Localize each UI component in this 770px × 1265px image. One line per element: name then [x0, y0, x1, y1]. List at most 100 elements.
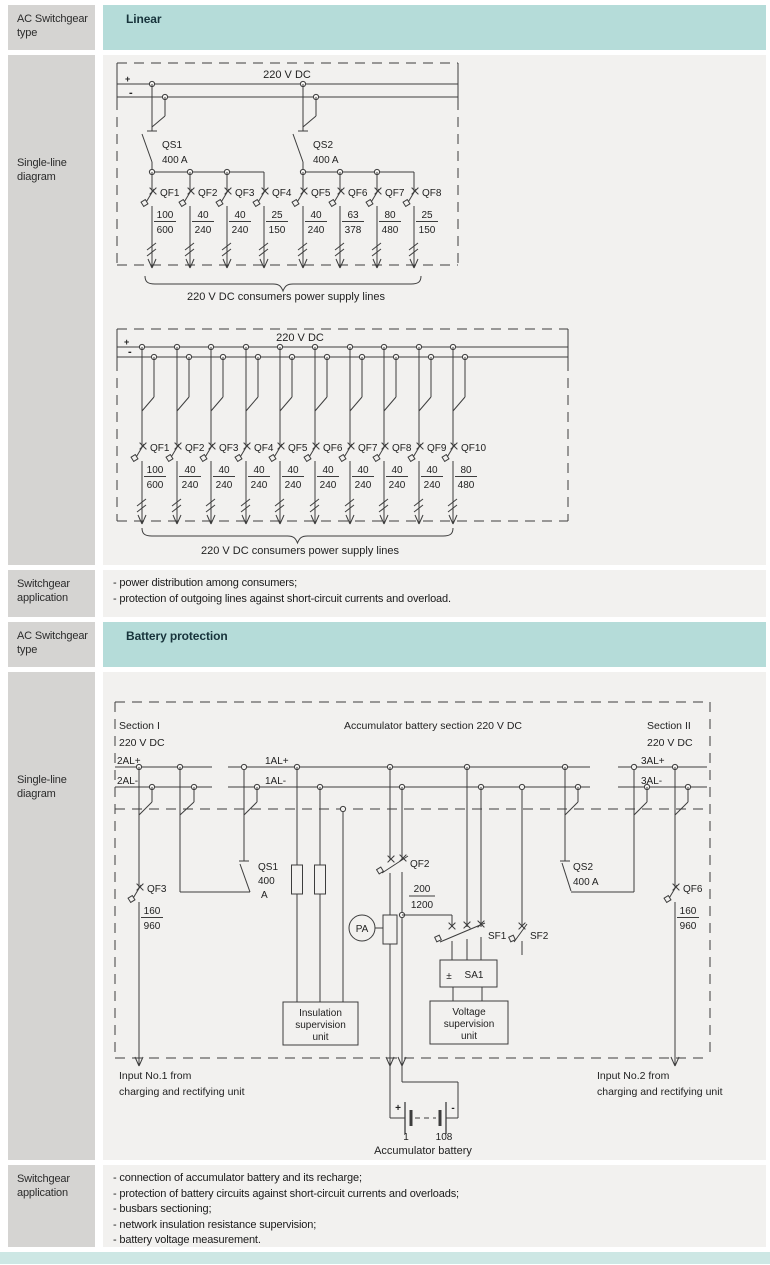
svg-text:100: 100	[157, 210, 174, 221]
svg-text:240: 240	[182, 480, 199, 491]
svg-text:+: +	[395, 1103, 401, 1114]
svg-text:charging and rectifying unit: charging and rectifying unit	[119, 1086, 245, 1098]
svg-text:QF6: QF6	[683, 884, 703, 895]
svg-text:25: 25	[421, 210, 433, 221]
svg-text:40: 40	[322, 465, 334, 476]
svg-text:2AL-: 2AL-	[117, 776, 138, 787]
disconnector-QS1: QS1 400 A	[141, 80, 188, 172]
svg-text:960: 960	[680, 921, 697, 932]
svg-text:40: 40	[426, 465, 438, 476]
svg-text:1: 1	[403, 1132, 409, 1143]
svg-text:QF5: QF5	[288, 443, 308, 454]
svg-text:200: 200	[414, 884, 431, 895]
svg-text:QS2: QS2	[313, 140, 333, 151]
svg-text:40: 40	[234, 210, 246, 221]
svg-text:240: 240	[424, 480, 441, 491]
svg-text:220 V DC: 220 V DC	[647, 737, 693, 749]
svg-text:QF5: QF5	[311, 188, 331, 199]
application-bullet: - battery voltage measurement.	[113, 1234, 261, 1246]
svg-text:QF8: QF8	[422, 188, 442, 199]
svg-text:charging and rectifying unit: charging and rectifying unit	[597, 1086, 723, 1098]
svg-text:3AL-: 3AL-	[641, 776, 662, 787]
svg-text:220 V DC: 220 V DC	[276, 332, 324, 344]
svg-text:40: 40	[184, 465, 196, 476]
svg-text:3AL+: 3AL+	[641, 756, 665, 767]
svg-text:Input No.1 from: Input No.1 from	[119, 1070, 192, 1082]
application-bullet: - protection of outgoing lines against s…	[113, 592, 451, 605]
single-line-diagram-label-2: Single-line diagram	[8, 672, 95, 1160]
svg-text:40: 40	[310, 210, 322, 221]
svg-text:QF1: QF1	[160, 188, 180, 199]
svg-text:QF3: QF3	[147, 884, 167, 895]
svg-text:-: -	[451, 1103, 454, 1114]
application-bullet: - protection of battery circuits against…	[113, 1187, 459, 1200]
svg-text:378: 378	[345, 225, 362, 236]
svg-text:220 V DC: 220 V DC	[119, 737, 165, 749]
svg-text:QF10: QF10	[461, 443, 486, 454]
linear-single-line-diagram-2: 220 V DC+-QF1100600QF240240QF340240QF440…	[116, 328, 569, 557]
svg-text:QF7: QF7	[358, 443, 378, 454]
svg-text:480: 480	[382, 225, 399, 236]
svg-text:480: 480	[458, 480, 475, 491]
svg-text:±: ±	[446, 971, 452, 982]
svg-text:unit: unit	[461, 1031, 477, 1042]
application-list-2: - connection of accumulator battery and …	[103, 1165, 766, 1247]
svg-text:-: -	[128, 346, 132, 358]
svg-text:40: 40	[218, 465, 230, 476]
svg-text:-: -	[129, 87, 133, 99]
svg-text:600: 600	[147, 480, 164, 491]
single-line-diagram-label-1: Single-line diagram	[8, 55, 95, 565]
switchgear-application-label-2: Switchgear application	[8, 1165, 95, 1247]
svg-text:400 A: 400 A	[162, 155, 188, 166]
svg-text:QF6: QF6	[348, 188, 368, 199]
diagram-2-graphics: 220 V DC+-QF1100600QF240240QF340240QF440…	[116, 328, 569, 557]
svg-text:600: 600	[157, 225, 174, 236]
ac-switchgear-type-label-1: AC Switchgear type	[8, 5, 95, 50]
svg-text:100: 100	[147, 465, 164, 476]
svg-text:QF2: QF2	[185, 443, 205, 454]
svg-text:40: 40	[357, 465, 369, 476]
svg-text:220 V DC consumers power suppl: 220 V DC consumers power supply lines	[187, 291, 386, 303]
application-bullet: - busbars sectioning;	[113, 1203, 212, 1215]
svg-text:220 V DC consumers power suppl: 220 V DC consumers power supply lines	[201, 545, 400, 557]
svg-text:QF7: QF7	[385, 188, 405, 199]
svg-text:1AL-: 1AL-	[265, 776, 286, 787]
application-bullet: - network insulation resistance supervis…	[113, 1218, 317, 1231]
svg-text:QS2: QS2	[573, 862, 593, 873]
svg-text:240: 240	[320, 480, 337, 491]
svg-text:unit: unit	[312, 1032, 328, 1043]
svg-text:400 A: 400 A	[573, 877, 599, 888]
svg-text:240: 240	[216, 480, 233, 491]
svg-text:QF2: QF2	[410, 859, 430, 870]
svg-text:SF1: SF1	[488, 931, 507, 942]
disconnector-QS2: QS2 400 A	[560, 763, 651, 893]
svg-text:Insulation: Insulation	[299, 1008, 342, 1019]
svg-text:Section I: Section I	[119, 720, 160, 732]
svg-text:QF4: QF4	[272, 188, 292, 199]
svg-text:PA: PA	[356, 924, 369, 935]
row-switchgear-application-1: Switchgear application - power distribut…	[8, 570, 770, 617]
svg-text:QS1: QS1	[162, 140, 182, 151]
svg-text:160: 160	[144, 906, 161, 917]
